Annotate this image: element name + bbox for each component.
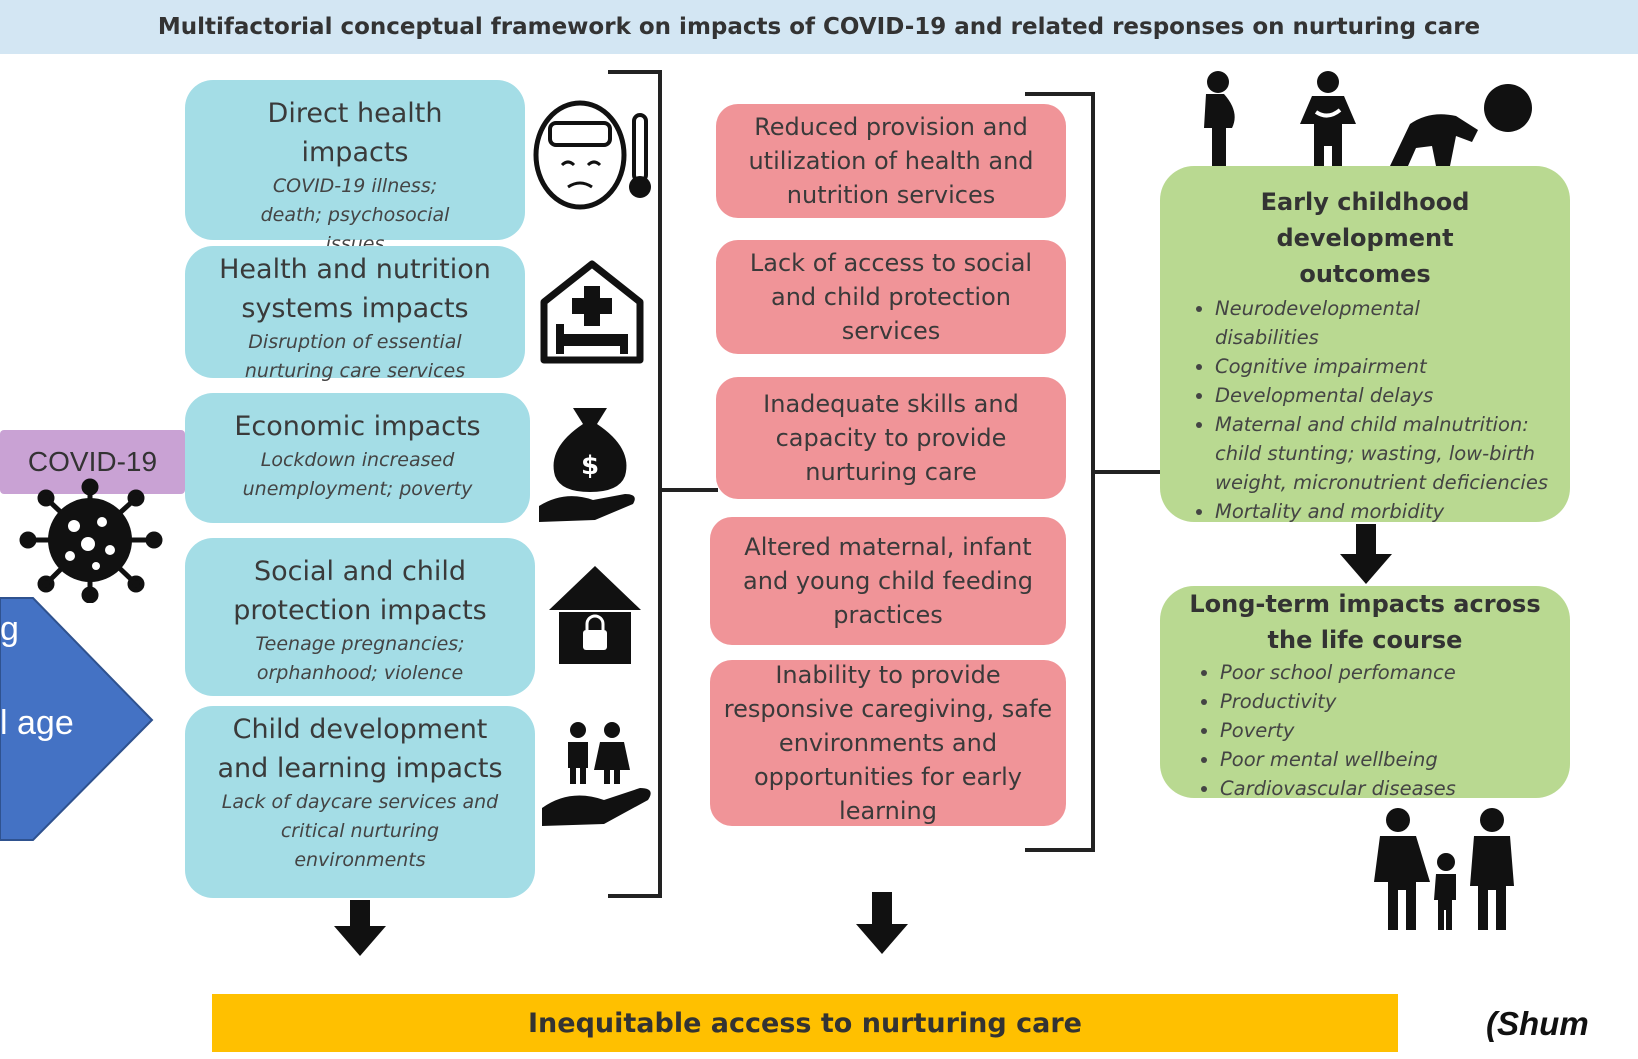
impact-title: Direct health impacts <box>267 98 443 168</box>
connector-line <box>658 488 718 492</box>
locked-house-icon <box>549 566 641 664</box>
impact-subtitle: Disruption of essential nurturing care s… <box>244 331 466 382</box>
hospital-bed-icon <box>540 260 644 364</box>
impact-box-direct-health: Direct health impacts COVID-19 illness; … <box>185 80 525 255</box>
diagram-title: Multifactorial conceptual framework on i… <box>157 14 1481 40</box>
down-arrow-center <box>856 892 908 954</box>
longterm-box: Long-term impacts across the life course… <box>1160 586 1570 800</box>
list-item: Productivity <box>1220 687 1570 716</box>
list-item: Mortality and morbidity <box>1215 497 1550 526</box>
family-icon <box>1374 808 1514 930</box>
longterm-title: Long-term impacts across the life course <box>1189 590 1541 654</box>
mechanism-box-protection: Lack of access to social and child prote… <box>716 240 1066 354</box>
list-item: Cardiovascular diseases <box>1220 774 1570 803</box>
impact-title: Health and nutrition systems impacts <box>219 254 491 324</box>
impact-subtitle: Lockdown increased unemployment; poverty <box>242 449 473 500</box>
list-item: Poor mental wellbeing <box>1220 745 1570 774</box>
longterm-list: Poor school perfomance Productivity Pove… <box>1160 658 1570 803</box>
list-item: Poor school perfomance <box>1220 658 1570 687</box>
citation-text: (Shum <box>1486 1005 1589 1042</box>
impact-subtitle: Teenage pregnancies; orphanhood; violenc… <box>255 633 465 684</box>
left-bracket <box>608 70 680 898</box>
children-in-hand-icon <box>542 722 651 826</box>
impact-box-economic: Economic impacts Lockdown increased unem… <box>185 393 530 523</box>
mechanism-text: Inability to provide responsive caregivi… <box>723 661 1053 825</box>
overlay-pentagon-arrow <box>0 597 154 841</box>
svg-text:$: $ <box>581 451 599 481</box>
impact-subtitle: Lack of daycare services and critical nu… <box>221 791 499 871</box>
mechanism-text: Altered maternal, infant and young child… <box>743 533 1033 629</box>
mechanism-box-skills: Inadequate skills and capacity to provid… <box>716 377 1066 499</box>
impact-title: Child development and learning impacts <box>217 714 503 784</box>
list-item: Neurodevelopmental disabilities <box>1215 294 1550 352</box>
down-arrow-outcomes <box>1340 524 1392 584</box>
mechanism-text: Reduced provision and utilization of hea… <box>748 113 1034 209</box>
mechanism-box-services: Reduced provision and utilization of hea… <box>716 104 1066 218</box>
impact-box-health-nutrition: Health and nutrition systems impacts Dis… <box>185 246 525 382</box>
right-bracket <box>1025 92 1165 852</box>
down-arrow-left <box>334 900 386 956</box>
money-bag-hand-icon: $ <box>539 408 635 522</box>
list-item: Cognitive impairment <box>1215 352 1550 381</box>
overlay-text-2: l age <box>0 704 74 742</box>
virus-icon <box>19 478 163 603</box>
impact-subtitle: COVID-19 illness; death; psychosocial is… <box>260 175 450 255</box>
list-item: Poverty <box>1220 716 1570 745</box>
list-item: Maternal and child malnutrition: child s… <box>1215 410 1550 497</box>
impact-title: Economic impacts <box>234 411 481 442</box>
list-item: Developmental delays <box>1215 381 1550 410</box>
covid-label: COVID-19 <box>0 430 185 494</box>
mechanism-text: Inadequate skills and capacity to provid… <box>763 390 1019 486</box>
pregnant-woman-mother-child-icons <box>1204 71 1532 168</box>
thermometer-face-icon <box>533 100 651 210</box>
title-bar <box>0 0 1638 54</box>
outcomes-title: Early childhood development outcomes <box>1260 188 1470 288</box>
mechanism-text: Lack of access to social and child prote… <box>749 249 1033 345</box>
overlay-text-1: g <box>0 610 19 648</box>
result-bar: Inequitable access to nurturing care <box>212 994 1398 1052</box>
outcomes-list: Neurodevelopmental disabilities Cognitiv… <box>1160 294 1570 526</box>
mechanism-box-caregiving: Inability to provide responsive caregivi… <box>710 660 1066 826</box>
impact-title: Social and child protection impacts <box>233 556 487 626</box>
mechanism-box-feeding: Altered maternal, infant and young child… <box>710 517 1066 645</box>
impact-box-social-protection: Social and child protection impacts Teen… <box>185 538 535 696</box>
impact-box-child-development: Child development and learning impacts L… <box>185 706 535 898</box>
outcomes-box: Early childhood development outcomes Neu… <box>1160 166 1570 523</box>
